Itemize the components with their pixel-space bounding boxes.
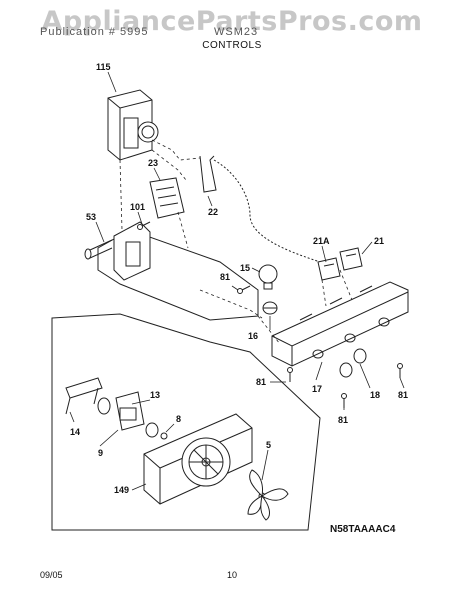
callout-81: 81 [256, 377, 266, 387]
callout-53: 53 [86, 212, 96, 222]
part-fan-motor [97, 391, 159, 438]
callout-115: 115 [96, 62, 111, 72]
part-control-box [107, 89, 159, 161]
publication-number: Publication # 5995 [40, 26, 149, 38]
part-screws [137, 221, 403, 408]
callout-81: 81 [338, 415, 348, 425]
part-switches [317, 247, 363, 281]
callout-9: 9 [98, 448, 103, 458]
callout-22: 22 [208, 207, 218, 217]
callout-81: 81 [220, 272, 230, 282]
callout-8: 8 [176, 414, 181, 424]
part-knobs [339, 348, 367, 378]
part-fan-housing [143, 413, 253, 505]
diagram-code: N58TAAAAC4 [330, 524, 396, 535]
callout-14: 14 [70, 427, 80, 437]
callout-101: 101 [130, 202, 145, 212]
callout-13: 13 [150, 390, 160, 400]
part-light-socket [262, 301, 278, 315]
callout-18: 18 [370, 390, 380, 400]
callout-21: 21 [374, 236, 384, 246]
footer-date: 09/05 [40, 570, 63, 580]
part-control-panel [271, 281, 409, 367]
callout-16: 16 [248, 331, 258, 341]
part-capillary-tube [199, 155, 217, 193]
callout-17: 17 [312, 384, 322, 394]
watermark: AppliancePartsPros.com [41, 6, 423, 37]
callout-15: 15 [240, 263, 250, 273]
callout-5: 5 [266, 440, 271, 450]
part-control-housing [84, 221, 259, 321]
callout-149: 149 [114, 485, 129, 495]
section-title: CONTROLS [202, 40, 262, 51]
page-number: 10 [227, 570, 238, 580]
model-number: WSM23 [214, 26, 259, 38]
part-circuit-board [149, 177, 185, 219]
part-fan-blade [247, 469, 289, 521]
part-light-bulb [258, 264, 278, 290]
callout-23: 23 [148, 158, 158, 168]
callout-21a: 21A [313, 236, 330, 246]
fan-inset-frame [51, 313, 321, 531]
part-grommet [160, 432, 168, 440]
part-fan-bracket [65, 377, 103, 415]
callout-81: 81 [398, 390, 408, 400]
